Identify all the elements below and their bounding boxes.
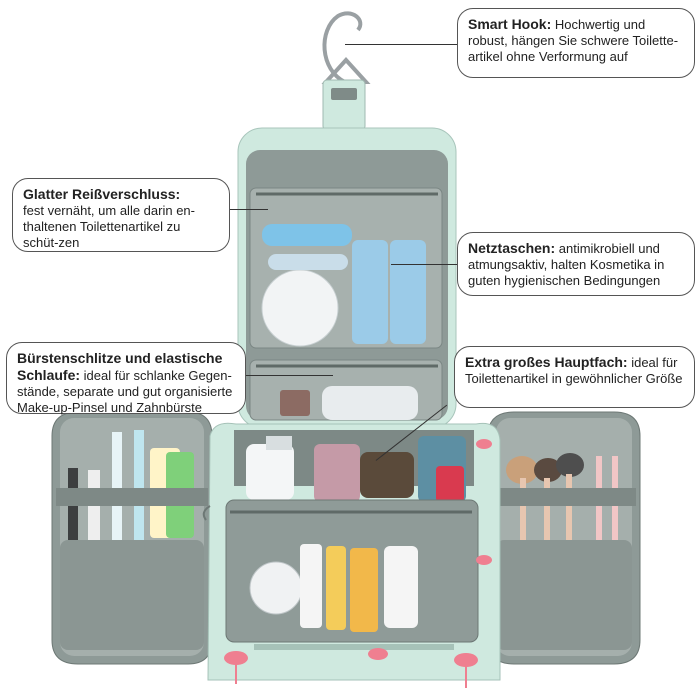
left-brush-panel bbox=[51, 411, 213, 665]
flamingo-pattern-icon bbox=[224, 439, 492, 688]
callout-text: antimikrobiell und atmungsaktiv, halten … bbox=[468, 241, 665, 288]
callout-zipper: Glatter Reißverschluss:fest vernäht, um … bbox=[12, 178, 230, 252]
leader-line bbox=[230, 209, 268, 211]
right-brush-panel bbox=[487, 411, 641, 665]
callout-title: Bürstenschlitze und elastische Schlaufe: bbox=[17, 350, 223, 383]
callout-text: fest vernäht, um alle darin en-thaltenen… bbox=[23, 203, 195, 250]
callout-smart-hook: Smart Hook: Hochwertig und robust, hänge… bbox=[457, 8, 695, 78]
callout-main-compartment: Extra großes Hauptfach: ideal für Toilet… bbox=[454, 346, 695, 408]
top-panel bbox=[237, 127, 457, 429]
callout-text: ideal für schlanke Gegen-stände, separat… bbox=[17, 368, 233, 415]
leader-line bbox=[245, 375, 333, 377]
callout-title: Netztaschen: bbox=[468, 240, 556, 256]
callout-brush: Bürstenschlitze und elastische Schlaufe:… bbox=[6, 342, 246, 415]
callout-title: Extra großes Hauptfach: bbox=[465, 354, 628, 370]
callout-title: Smart Hook: bbox=[468, 16, 552, 32]
callout-title: Glatter Reißverschluss: bbox=[23, 186, 181, 202]
callout-text: ideal für Toilettenartikel in gewöhnlich… bbox=[465, 355, 683, 386]
main-compartment bbox=[202, 422, 501, 681]
callout-text: Hochwertig und robust, hängen Sie schwer… bbox=[468, 17, 679, 64]
hook-icon bbox=[321, 11, 371, 131]
leader-line bbox=[391, 264, 457, 266]
leader-line bbox=[345, 44, 457, 46]
callout-mesh: Netztaschen: antimikrobiell und atmungsa… bbox=[457, 232, 695, 296]
